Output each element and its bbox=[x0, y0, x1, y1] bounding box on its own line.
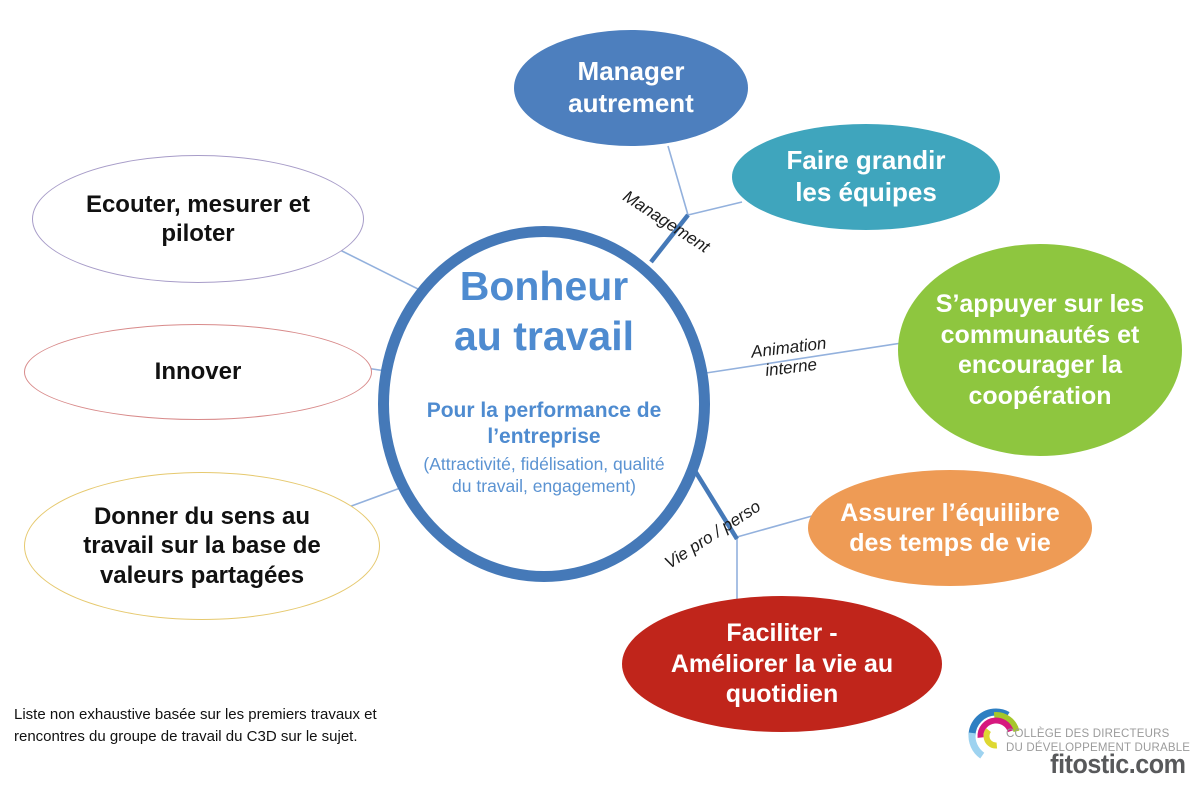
node-communautes-cooperation: S’appuyer sur les communautés et encoura… bbox=[898, 244, 1182, 456]
node-label: S’appuyer sur les communautés et encoura… bbox=[935, 290, 1145, 410]
c3d-logo-icon bbox=[968, 708, 1024, 764]
node-faciliter-quotidien: Faciliter - Améliorer la vie au quotidie… bbox=[622, 596, 942, 732]
node-donner-du-sens: Donner du sens au travail sur la base de… bbox=[24, 472, 380, 620]
central-detail: (Attractivité, fidélisation, qualité du … bbox=[423, 454, 665, 497]
trunk-vie-line bbox=[690, 464, 739, 541]
c3d-logo-line1: COLLÈGE DES DIRECTEURS bbox=[1006, 728, 1170, 740]
central-subtitle: Pour la performance de l’entreprise bbox=[426, 398, 662, 449]
node-equilibre-temps-de-vie: Assurer l’équilibre des temps de vie bbox=[808, 470, 1092, 586]
node-manager-autrement: Manager autrement bbox=[514, 30, 748, 146]
trunk-management-line bbox=[649, 213, 690, 264]
node-ecouter-mesurer-piloter: Ecouter, mesurer et piloter bbox=[32, 155, 364, 283]
connector-equilibre-line bbox=[736, 515, 813, 538]
connector-communautes-line bbox=[705, 342, 903, 374]
node-label: Assurer l’équilibre des temps de vie bbox=[840, 498, 1060, 558]
node-faire-grandir-equipes: Faire grandir les équipes bbox=[732, 124, 1000, 230]
connector-equipes-line bbox=[687, 201, 743, 216]
central-node-bonheur-au-travail: Bonheur au travail Pour la performance d… bbox=[378, 226, 710, 582]
connector-manager-line bbox=[667, 145, 689, 216]
c3d-logo-line2: DU DÉVELOPPEMENT DURABLE bbox=[1006, 741, 1191, 754]
central-title: Bonheur au travail bbox=[453, 263, 635, 360]
node-label: Faciliter - Améliorer la vie au quotidie… bbox=[670, 619, 894, 709]
node-label: Donner du sens au travail sur la base de… bbox=[83, 503, 321, 589]
connector-ecouter-line bbox=[339, 249, 425, 293]
node-label: Faire grandir les équipes bbox=[786, 145, 946, 207]
node-label: Ecouter, mesurer et piloter bbox=[85, 190, 311, 247]
watermark-fitostic: fitostic.com bbox=[1050, 749, 1187, 779]
node-innover: Innover bbox=[24, 324, 372, 420]
c3d-logo-text: COLLÈGE DES DIRECTEURS DU DÉVELOPPEMENT … bbox=[1006, 728, 1196, 755]
node-label: Innover bbox=[154, 358, 242, 386]
footnote: Liste non exhaustive basée sur les premi… bbox=[14, 706, 377, 745]
node-label: Manager autrement bbox=[568, 56, 694, 118]
